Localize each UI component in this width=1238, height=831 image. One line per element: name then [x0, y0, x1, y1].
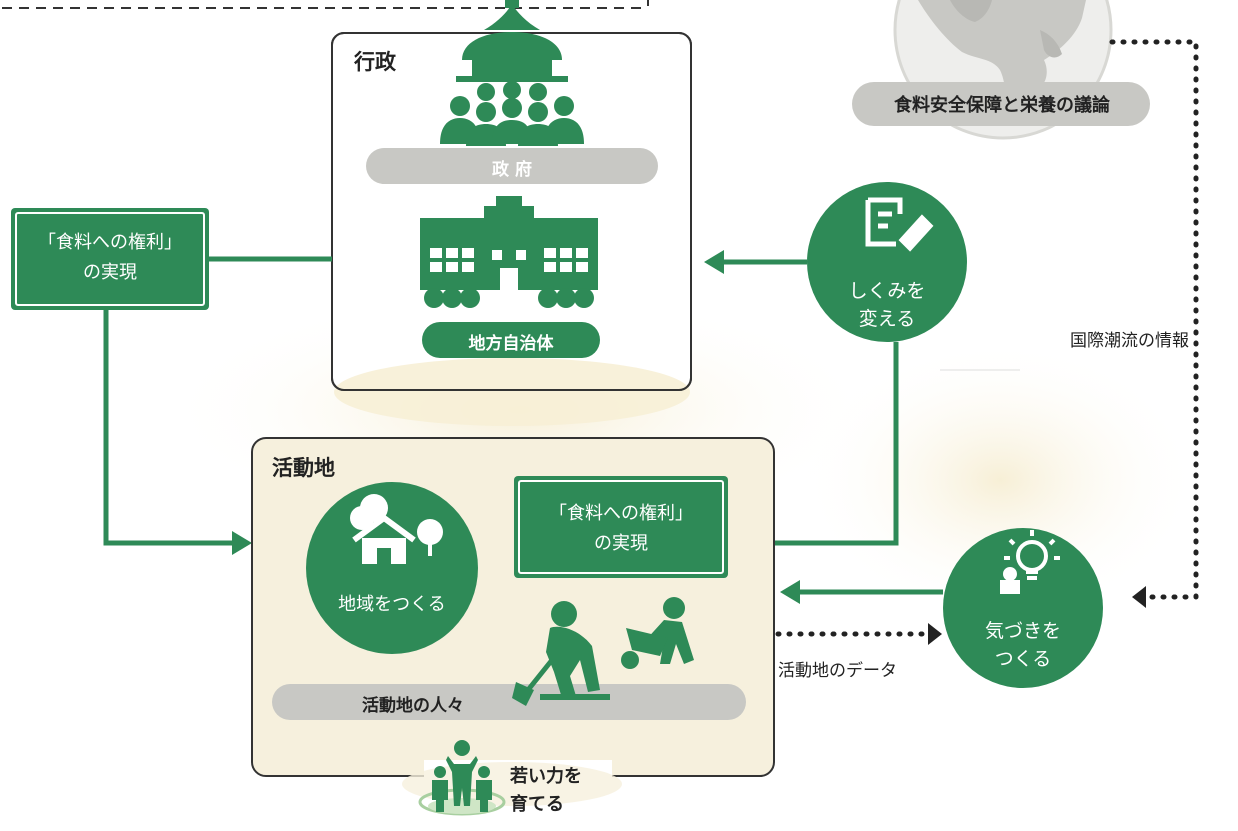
youth-line1: 若い力を [510, 766, 582, 787]
awareness-circle [943, 528, 1103, 688]
global-topic-pill [852, 82, 1150, 126]
parliament-people-icon [440, 0, 584, 146]
government-pill [366, 148, 658, 184]
left-rights-box [11, 208, 209, 310]
system-change-line2: 変える [858, 308, 916, 330]
site-people-pill [272, 684, 746, 720]
left-rights-line1: 「食料への権利」 [38, 232, 182, 253]
lightbulb-person-icon [1000, 530, 1060, 594]
site-data-arrowhead [928, 623, 942, 645]
town-hall-icon [420, 196, 598, 308]
site-data-label: 活動地のデータ [778, 661, 897, 681]
arrowhead-to-government [704, 250, 724, 274]
international-info-label: 国際潮流の情報 [1070, 331, 1189, 351]
arrowhead-to-site [232, 531, 252, 555]
global-topic-label: 食料安全保障と栄養の議論 [894, 95, 1110, 116]
left-rights-line2: の実現 [83, 262, 137, 283]
youth-people-icon [418, 740, 506, 816]
house-trees-icon [350, 494, 443, 564]
document-pen-icon [865, 197, 934, 252]
government-box-title: 行政 [354, 50, 396, 74]
community-circle [306, 482, 478, 654]
youth-line2: 育てる [510, 794, 564, 815]
site-rights-line1: 「食料への権利」 [549, 503, 693, 524]
site-box-title: 活動地 [272, 456, 335, 480]
community-label: 地域をつくる [338, 594, 446, 615]
connector-site-to-system [730, 342, 899, 546]
connector-left-to-site [103, 310, 236, 546]
background-glow-right [800, 340, 1200, 620]
government-label: 政 府 [492, 160, 532, 180]
system-change-line1: しくみを [848, 280, 926, 302]
awareness-line2: つくる [994, 648, 1052, 670]
arrowhead-awareness-to-site [780, 580, 800, 604]
local-government-pill [422, 322, 600, 358]
site-people-label: 活動地の人々 [362, 696, 464, 716]
farmers-working-icon [512, 597, 694, 706]
local-government-label: 地方自治体 [468, 334, 554, 354]
government-box-glow [334, 358, 690, 426]
international-info-arrowhead [1132, 586, 1146, 608]
awareness-line1: 気づきを [984, 620, 1061, 642]
international-info-dotted-line [1109, 39, 1199, 600]
site-rights-box [514, 476, 728, 578]
site-rights-line2: の実現 [594, 533, 648, 554]
